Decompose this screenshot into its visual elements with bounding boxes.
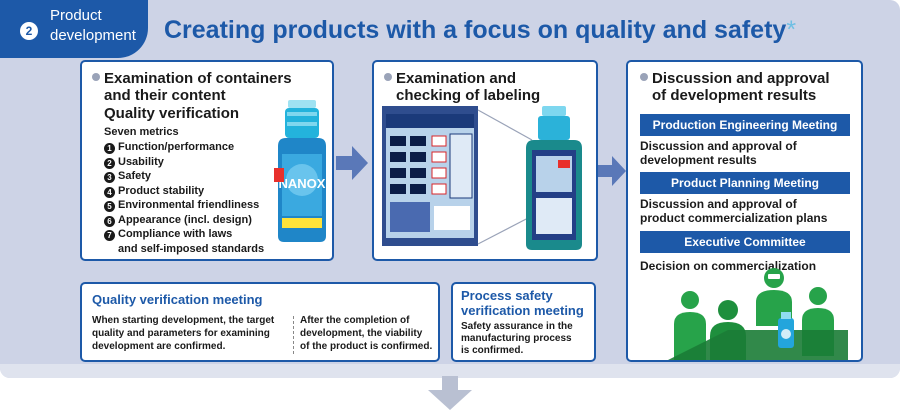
bullet-icon (384, 73, 392, 81)
heading-line2: and their content (104, 87, 226, 104)
metric-label: Safety (118, 170, 152, 182)
title-line: verification meeting (461, 303, 584, 318)
text-line: is confirmed. (461, 345, 524, 356)
page-title: Creating products with a focus on qualit… (164, 16, 796, 45)
approval-heading: Discussion and approval of development r… (640, 70, 860, 104)
metric-label: Compliance with laws (118, 228, 233, 240)
text-line: After the completion of (300, 315, 410, 326)
approval-card: Discussion and approval of development r… (626, 60, 863, 362)
step-label-line2: development (50, 27, 136, 44)
metric-number: 3 (104, 172, 115, 183)
metric-number: 5 (104, 201, 115, 212)
flow-arrow-down-icon (428, 376, 472, 410)
quality-verification-subheading: Quality verification (104, 105, 240, 122)
labeling-examination-heading: Examination and checking of labeling (384, 70, 594, 104)
metric-number: 4 (104, 186, 115, 198)
footnote-mark: * (786, 16, 797, 44)
heading-line2: of development results (652, 87, 817, 104)
text-line: development are confirmed. (92, 341, 226, 352)
metric-continuation: and self-imposed standards (118, 242, 265, 255)
container-examination-card: Examination of containers and their cont… (80, 60, 334, 261)
quality-verification-meeting-card: Quality verification meeting When starti… (80, 282, 440, 362)
metric-number: 6 (104, 215, 115, 227)
metric-label: Environmental friendliness (118, 199, 260, 211)
metric-label: Usability (118, 155, 164, 168)
flow-arrow-right-icon (336, 146, 368, 180)
step-label-line1: Product (50, 7, 102, 24)
background-bottom-strip (0, 364, 900, 378)
step-label: Product development (50, 6, 136, 46)
flow-arrow-right-icon (598, 156, 626, 186)
quality-verification-meeting-title: Quality verification meeting (92, 292, 263, 307)
desc-line2: product commercialization plans (640, 211, 828, 225)
metric-label: Product stability (118, 184, 205, 197)
text-line: When starting development, the target (92, 315, 275, 326)
process-safety-meeting-title: Process safety verification meeting (461, 288, 597, 318)
meeting-people-illustration (668, 268, 848, 360)
product-planning-meeting-bar: Product Planning Meeting (640, 172, 850, 194)
metric-number: 2 (104, 157, 115, 169)
quality-meeting-completion-text: After the completion of development, the… (300, 314, 440, 353)
production-engineering-meeting-desc: Discussion and approval of development r… (640, 139, 860, 167)
metric-label: Function/performance (118, 141, 235, 153)
text-line: quality and parameters for examining (92, 328, 270, 339)
executive-committee-bar: Executive Committee (640, 231, 850, 253)
column-divider (293, 316, 294, 354)
text-line: Safety assurance in the (461, 321, 573, 332)
heading-line1: Examination of containers (104, 70, 292, 87)
text-line: manufacturing process (461, 333, 572, 344)
heading-line1: Examination and (396, 70, 517, 87)
detergent-bottle-image: NANOX (274, 100, 326, 242)
metric-number: 1 (104, 143, 115, 154)
bullet-icon (92, 73, 100, 81)
metrics-title: Seven metrics (104, 126, 179, 138)
process-safety-meeting-desc: Safety assurance in the manufacturing pr… (461, 321, 596, 357)
text-line: of the product is confirmed. (300, 341, 433, 352)
metric-number: 7 (104, 230, 115, 241)
quality-meeting-start-text: When starting development, the target qu… (92, 314, 292, 353)
labeling-examination-card: Examination and checking of labeling (372, 60, 598, 261)
desc-line1: Discussion and approval of (640, 139, 797, 153)
text-line: development, the viability (300, 328, 423, 339)
process-safety-meeting-card: Process safety verification meeting Safe… (451, 282, 596, 362)
bullet-icon (640, 73, 648, 81)
product-name-label: NANOX (279, 176, 326, 191)
production-engineering-meeting-bar: Production Engineering Meeting (640, 114, 850, 136)
step-number-badge: 2 (20, 22, 38, 40)
desc-line1: Discussion and approval of (640, 197, 797, 211)
desc-line2: development results (640, 153, 757, 167)
heading-line2: checking of labeling (396, 87, 541, 104)
title-line: Process safety (461, 288, 553, 303)
metric-label: Appearance (incl. design) (118, 213, 252, 226)
container-examination-heading: Examination of containers and their cont… (92, 70, 332, 104)
page-title-text: Creating products with a focus on qualit… (164, 16, 787, 44)
heading-line1: Discussion and approval (652, 70, 830, 87)
product-planning-meeting-desc: Discussion and approval of product comme… (640, 197, 860, 225)
label-closeup-image (382, 106, 582, 250)
step-tab: 2 Product development (0, 0, 148, 58)
